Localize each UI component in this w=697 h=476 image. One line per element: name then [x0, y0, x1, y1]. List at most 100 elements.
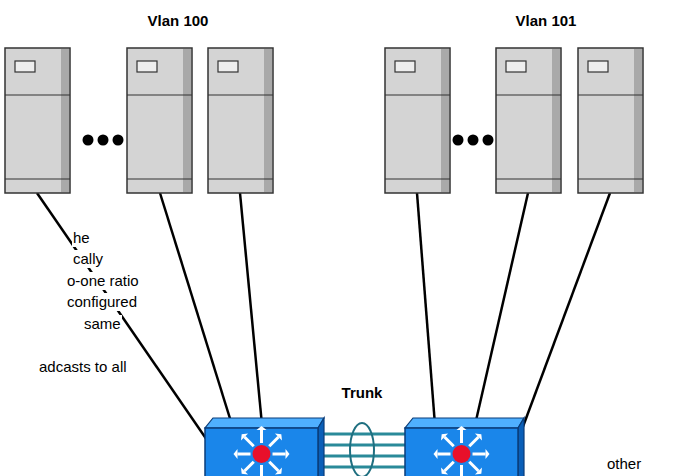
server-tower — [496, 48, 561, 193]
cut-off-text: adcasts to all — [38, 358, 128, 376]
server-side — [441, 49, 449, 192]
panel-line — [127, 94, 192, 95]
switch-arrow-head — [475, 467, 482, 474]
vlan-title: Vlan 100 — [148, 12, 209, 30]
base-line — [385, 178, 450, 179]
server-tower — [5, 48, 70, 193]
drive-slot — [218, 61, 238, 72]
switch-arrow-head — [241, 467, 248, 474]
switch-arrow-head — [234, 449, 238, 459]
switch-arrow-shaft — [460, 465, 463, 476]
switch-arrow-shaft — [269, 462, 278, 471]
server-link — [518, 193, 610, 440]
server-case — [385, 48, 450, 193]
switch-arrow-head — [441, 433, 448, 440]
cut-off-text: configured — [66, 293, 138, 311]
server-case — [578, 48, 643, 193]
switch-arrow-shaft — [445, 437, 454, 446]
base-line — [578, 178, 643, 179]
switch-arrow-shaft — [245, 462, 254, 471]
switch-arrow-shaft — [260, 465, 263, 476]
ellipsis-dot — [113, 135, 124, 146]
panel-line — [578, 94, 643, 95]
switch-arrow-shaft — [245, 437, 254, 446]
server-case — [496, 48, 561, 193]
server-side — [183, 49, 191, 192]
trunk-link — [316, 433, 410, 436]
switch-arrow-shaft — [438, 453, 451, 456]
switch-front — [405, 428, 518, 476]
ellipsis-dot — [83, 135, 94, 146]
switch-arrow-head — [434, 449, 438, 459]
switch-arrow-shaft — [460, 430, 463, 443]
cut-off-text: other — [606, 455, 642, 473]
trunk-label: Trunk — [342, 384, 383, 402]
ellipsis-dot — [98, 135, 109, 146]
trunk-link — [316, 466, 410, 469]
switch-arrow-shaft — [473, 453, 486, 456]
vlan-title: Vlan 101 — [516, 12, 577, 30]
drive-slot — [15, 61, 35, 72]
server-side — [552, 49, 560, 192]
server-tower — [385, 48, 450, 193]
server-link — [37, 193, 207, 440]
switch-arrow-head — [457, 426, 467, 430]
switch-side — [518, 418, 524, 476]
switch-arrow-head — [486, 449, 490, 459]
switch-top — [205, 418, 324, 428]
switch-arrow-shaft — [469, 462, 478, 471]
switch-arrow-shaft — [469, 437, 478, 446]
server-link — [160, 193, 232, 425]
server-link — [475, 193, 528, 425]
server-tower — [208, 48, 273, 193]
trunk-link — [316, 455, 410, 458]
trunk-ellipse — [350, 423, 374, 476]
drive-slot — [395, 61, 415, 72]
base-line — [5, 178, 70, 179]
ellipsis-dot — [483, 135, 494, 146]
ellipsis-dot — [453, 135, 464, 146]
base-line — [127, 178, 192, 179]
server-case — [208, 48, 273, 193]
base-line — [208, 178, 273, 179]
drive-slot — [506, 61, 526, 72]
cut-off-text: o-one ratio — [66, 272, 140, 290]
switch-arrow-shaft — [260, 430, 263, 443]
server-side — [61, 49, 69, 192]
switch-front — [205, 428, 318, 476]
server-link — [240, 193, 262, 425]
switch-arrow-shaft — [238, 453, 251, 456]
switch-icon — [405, 418, 524, 476]
trunk-link — [316, 444, 410, 447]
switch-side — [318, 418, 324, 476]
switch-icon — [205, 418, 324, 476]
switch-arrow-head — [286, 449, 290, 459]
cut-off-text: same — [83, 315, 122, 333]
drive-slot — [137, 61, 157, 72]
server-side — [264, 49, 272, 192]
base-line — [496, 178, 561, 179]
ellipsis-dot — [468, 135, 479, 146]
cut-off-text: he — [72, 229, 91, 247]
switch-arrow-head — [241, 433, 248, 440]
switch-core — [453, 445, 471, 463]
panel-line — [385, 94, 450, 95]
switch-arrow-head — [441, 467, 448, 474]
switch-arrow-shaft — [273, 453, 286, 456]
switch-arrow-head — [257, 426, 267, 430]
switch-arrow-head — [275, 467, 282, 474]
server-links — [37, 193, 610, 440]
panel-line — [5, 94, 70, 95]
server-side — [634, 49, 642, 192]
server-tower — [127, 48, 192, 193]
switch-core — [253, 445, 271, 463]
switch-top — [405, 418, 524, 428]
switch-arrow-shaft — [445, 462, 454, 471]
switch-arrow-head — [475, 433, 482, 440]
trunk-bundle — [316, 423, 410, 476]
drive-slot — [588, 61, 608, 72]
server-tower — [578, 48, 643, 193]
server-link — [417, 193, 435, 425]
